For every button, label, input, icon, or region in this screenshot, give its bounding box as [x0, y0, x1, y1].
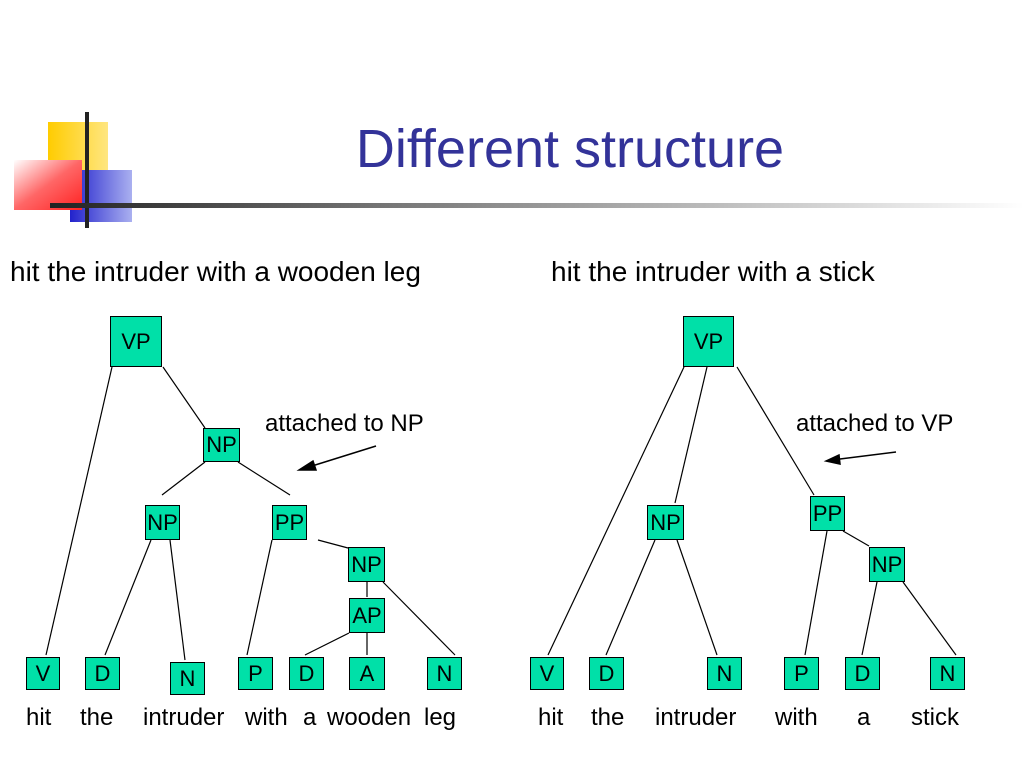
edge-left-np-n2: [382, 581, 456, 656]
node-left-np-top: NP: [203, 428, 240, 462]
edge-left-ap-d: [304, 632, 350, 656]
node-right-vp: VP: [683, 316, 734, 367]
edge-right-vp-np: [674, 366, 708, 504]
node-left-vp: VP: [110, 316, 162, 367]
node-right-p: P: [784, 657, 819, 690]
node-right-np: NP: [647, 505, 684, 540]
node-right-pp: PP: [810, 496, 845, 531]
slide-title: Different structure: [355, 119, 785, 179]
node-right-d2: D: [845, 657, 880, 690]
left-note-arrowhead: [296, 459, 318, 471]
edge-left-pp-np: [317, 539, 349, 549]
right-note-arrowhead: [823, 453, 841, 465]
node-left-a: A: [349, 657, 385, 690]
edge-right-vp-pp: [736, 366, 815, 496]
node-left-np-pp: NP: [348, 547, 385, 582]
node-left-p: P: [238, 657, 273, 690]
title-decoration: [14, 112, 1024, 228]
edge-left-np-pp: [237, 461, 291, 496]
edge-right-pp-np: [842, 530, 870, 547]
edge-left-np-d: [104, 539, 152, 656]
right-word-the: the: [591, 704, 625, 731]
edge-right-pp-p: [804, 530, 828, 656]
edge-left-np-np: [161, 461, 206, 496]
node-left-n1: N: [170, 662, 205, 695]
left-word-the: the: [80, 704, 114, 731]
left-note-arrow: [311, 445, 377, 467]
left-sentence: hit the intruder with a wooden leg: [10, 256, 421, 287]
right-note-arrow: [839, 451, 897, 460]
title-underline: [50, 203, 1024, 208]
node-left-v: V: [26, 657, 60, 690]
edge-left-pp-p: [246, 539, 273, 656]
node-left-d2: D: [289, 657, 324, 690]
left-word-intruder: intruder: [143, 704, 225, 731]
node-right-n1: N: [707, 657, 742, 690]
left-word-wooden: wooden: [327, 704, 412, 731]
right-word-stick: stick: [911, 704, 959, 731]
left-word-leg: leg: [424, 704, 457, 731]
edge-left-vp-np: [162, 366, 206, 429]
node-left-pp: PP: [272, 505, 307, 540]
right-word-hit: hit: [538, 704, 564, 731]
edge-right-np-d: [861, 581, 878, 656]
node-left-np-mid: NP: [145, 505, 180, 540]
right-word-with: with: [775, 704, 818, 731]
left-word-hit: hit: [26, 704, 52, 731]
node-left-d1: D: [85, 657, 120, 690]
right-word-a: a: [857, 704, 871, 731]
edge-right-np-d: [605, 539, 656, 656]
node-left-n2: N: [427, 657, 462, 690]
left-note: attached to NP: [265, 410, 424, 437]
edge-right-np-n2: [902, 581, 957, 656]
right-sentence: hit the intruder with a stick: [551, 256, 875, 287]
node-right-np-pp: NP: [869, 547, 905, 582]
deco-vertical-bar: [85, 112, 89, 228]
node-left-ap: AP: [349, 598, 385, 633]
node-right-v: V: [530, 657, 564, 690]
node-right-n2: N: [930, 657, 965, 690]
right-word-intruder: intruder: [655, 704, 737, 731]
left-word-with: with: [245, 704, 288, 731]
deco-red-square: [14, 160, 82, 210]
right-note: attached to VP: [796, 410, 954, 437]
edge-right-np-n: [676, 539, 718, 656]
edge-left-vp-v: [45, 366, 113, 656]
left-word-a: a: [303, 704, 317, 731]
node-right-d1: D: [589, 657, 624, 690]
edge-right-vp-v: [547, 366, 685, 656]
edge-left-np-n: [169, 539, 186, 661]
